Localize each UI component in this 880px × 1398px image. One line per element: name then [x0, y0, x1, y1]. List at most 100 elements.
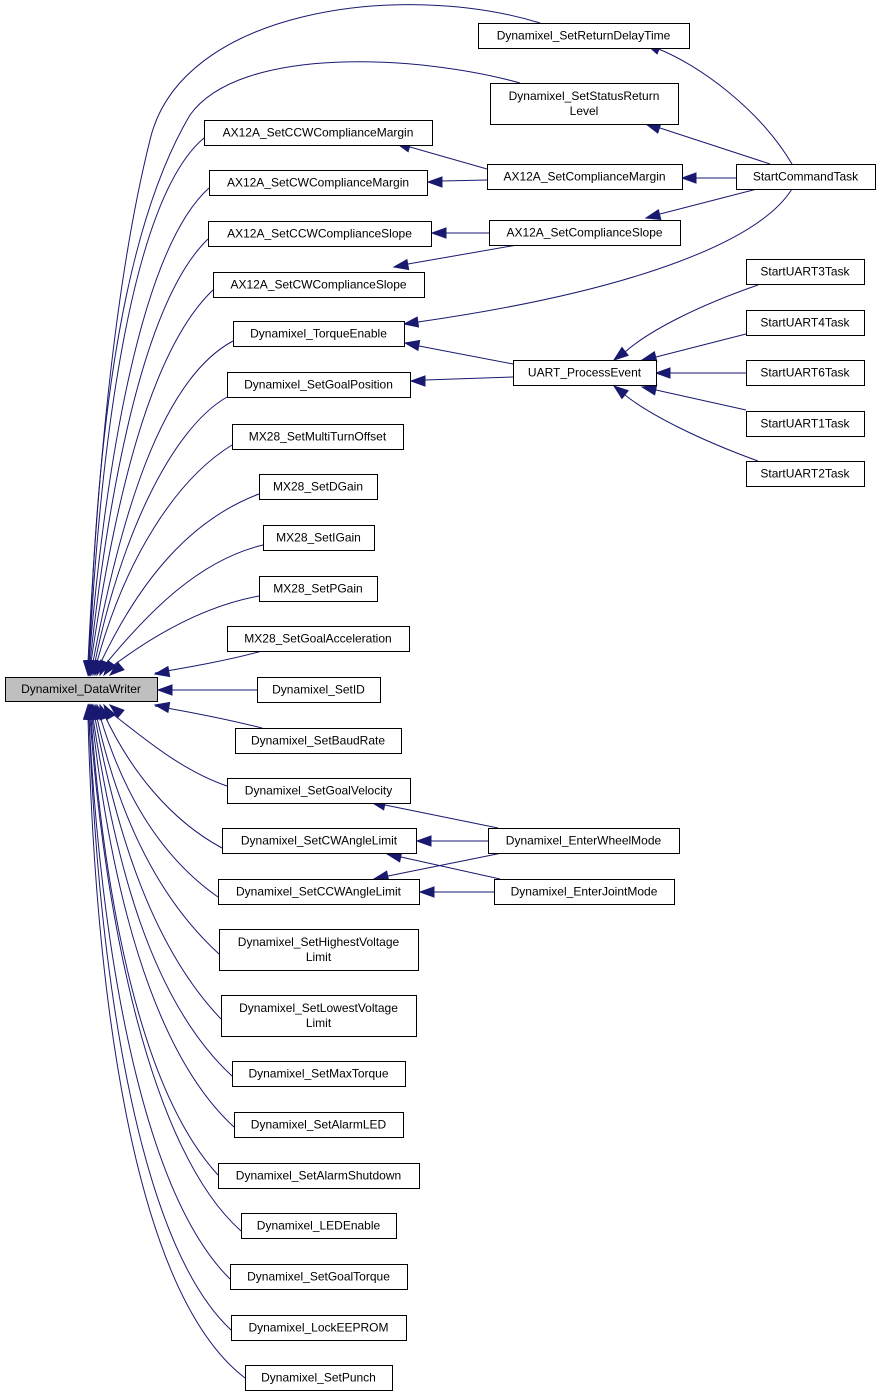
- node-uart3[interactable]: StartUART3Task: [746, 259, 865, 285]
- node-box-ccwslope[interactable]: [208, 221, 432, 247]
- node-ccwangle[interactable]: Dynamixel_SetCCWAngleLimit: [218, 879, 420, 905]
- node-box-compmargin[interactable]: [487, 164, 683, 190]
- node-box-setreturndelay[interactable]: [478, 23, 690, 49]
- node-ccwmargin[interactable]: AX12A_SetCCWComplianceMargin: [204, 120, 433, 146]
- node-box-lowvolt[interactable]: [221, 995, 417, 1037]
- node-label: Dynamixel_SetGoalPosition: [244, 378, 393, 392]
- arrowhead-compmargin-to-cwmargin: [426, 176, 443, 188]
- node-box-baudrate[interactable]: [235, 728, 402, 754]
- node-box-goalaccel[interactable]: [227, 626, 410, 652]
- node-box-setid[interactable]: [257, 677, 381, 703]
- edge-commandtask-to-torqueenable: [417, 188, 793, 323]
- node-label: Dynamixel_SetStatusReturn: [509, 89, 660, 103]
- node-box-pgain[interactable]: [259, 576, 378, 602]
- node-label: StartUART1Task: [760, 417, 850, 431]
- node-box-torqueenable[interactable]: [233, 321, 405, 347]
- node-box-ccwangle[interactable]: [218, 879, 420, 905]
- node-box-ledenable[interactable]: [241, 1213, 397, 1239]
- node-box-goalposition[interactable]: [227, 372, 411, 398]
- node-uart4[interactable]: StartUART4Task: [746, 310, 865, 336]
- node-box-commandtask[interactable]: [736, 164, 876, 190]
- node-datawriter[interactable]: Dynamixel_DataWriter: [5, 677, 158, 702]
- node-label: Dynamixel_SetGoalTorque: [247, 1270, 390, 1284]
- node-torqueenable[interactable]: Dynamixel_TorqueEnable: [233, 321, 405, 347]
- node-box-uart2[interactable]: [746, 461, 865, 487]
- node-box-uart3[interactable]: [746, 259, 865, 285]
- node-processevent[interactable]: UART_ProcessEvent: [513, 360, 657, 386]
- node-box-igain[interactable]: [263, 525, 375, 551]
- arrowhead-wheelmode-to-cwangle: [415, 835, 432, 847]
- arrowhead-compslope-to-ccwslope: [430, 227, 447, 239]
- node-igain[interactable]: MX28_SetIGain: [263, 525, 375, 551]
- node-box-alarmshutdown[interactable]: [218, 1163, 420, 1189]
- node-dgain[interactable]: MX28_SetDGain: [259, 474, 378, 500]
- node-box-goalvelocity[interactable]: [227, 778, 411, 804]
- node-box-wheelmode[interactable]: [488, 828, 680, 854]
- node-box-compslope[interactable]: [489, 220, 681, 246]
- node-box-maxtorque[interactable]: [232, 1061, 406, 1087]
- node-box-dgain[interactable]: [259, 474, 378, 500]
- node-box-datawriter[interactable]: [5, 677, 158, 702]
- node-label: Dynamixel_SetPunch: [261, 1371, 376, 1385]
- node-cwslope[interactable]: AX12A_SetCWComplianceSlope: [213, 272, 425, 298]
- node-uart1[interactable]: StartUART1Task: [746, 411, 865, 437]
- node-jointmode[interactable]: Dynamixel_EnterJointMode: [494, 879, 675, 905]
- node-lockeeprom[interactable]: Dynamixel_LockEEPROM: [231, 1315, 407, 1341]
- node-wheelmode[interactable]: Dynamixel_EnterWheelMode: [488, 828, 680, 854]
- node-box-cwslope[interactable]: [213, 272, 425, 298]
- node-label: Dynamixel_SetCWAngleLimit: [241, 834, 398, 848]
- edge-goalposition-to-datawriter: [94, 396, 228, 663]
- node-commandtask[interactable]: StartCommandTask: [736, 164, 876, 190]
- node-compslope[interactable]: AX12A_SetComplianceSlope: [489, 220, 681, 246]
- node-box-processevent[interactable]: [513, 360, 657, 386]
- edge-dgain-to-datawriter: [99, 493, 260, 665]
- node-box-uart1[interactable]: [746, 411, 865, 437]
- node-ledenable[interactable]: Dynamixel_LEDEnable: [241, 1213, 397, 1239]
- nodes-layer: Dynamixel_DataWriter Dynamixel_SetReturnD…: [5, 23, 876, 1391]
- node-box-cwmargin[interactable]: [209, 170, 428, 196]
- node-box-goaltorque[interactable]: [230, 1264, 408, 1290]
- node-cwmargin[interactable]: AX12A_SetCWComplianceMargin: [209, 170, 428, 196]
- node-uart6[interactable]: StartUART6Task: [746, 360, 865, 386]
- node-box-punch[interactable]: [245, 1365, 393, 1391]
- node-goalvelocity[interactable]: Dynamixel_SetGoalVelocity: [227, 778, 411, 804]
- edge-alarmled-to-datawriter: [91, 717, 235, 1128]
- node-box-setstatusreturn[interactable]: [490, 83, 679, 125]
- node-setreturndelay[interactable]: Dynamixel_SetReturnDelayTime: [478, 23, 690, 49]
- node-box-jointmode[interactable]: [494, 879, 675, 905]
- node-cwangle[interactable]: Dynamixel_SetCWAngleLimit: [222, 828, 417, 854]
- edge-cwangle-to-datawriter: [103, 713, 223, 849]
- edge-igain-to-datawriter: [103, 544, 264, 667]
- node-maxtorque[interactable]: Dynamixel_SetMaxTorque: [232, 1061, 406, 1087]
- node-multiturn[interactable]: MX28_SetMultiTurnOffset: [232, 424, 404, 450]
- node-label: Dynamixel_SetCCWAngleLimit: [236, 885, 402, 899]
- node-box-lockeeprom[interactable]: [231, 1315, 407, 1341]
- node-goalposition[interactable]: Dynamixel_SetGoalPosition: [227, 372, 411, 398]
- node-box-cwangle[interactable]: [222, 828, 417, 854]
- node-box-alarmled[interactable]: [234, 1112, 404, 1138]
- node-box-ccwmargin[interactable]: [204, 120, 433, 146]
- node-label: AX12A_SetCCWComplianceSlope: [227, 227, 412, 241]
- node-box-highvolt[interactable]: [219, 929, 419, 971]
- node-alarmled[interactable]: Dynamixel_SetAlarmLED: [234, 1112, 404, 1138]
- node-label: Limit: [306, 950, 332, 964]
- node-goalaccel[interactable]: MX28_SetGoalAcceleration: [227, 626, 410, 652]
- node-box-uart6[interactable]: [746, 360, 865, 386]
- node-setid[interactable]: Dynamixel_SetID: [257, 677, 381, 703]
- node-goaltorque[interactable]: Dynamixel_SetGoalTorque: [230, 1264, 408, 1290]
- node-punch[interactable]: Dynamixel_SetPunch: [245, 1365, 393, 1391]
- edge-goalaccel-to-datawriter: [154, 650, 263, 674]
- node-alarmshutdown[interactable]: Dynamixel_SetAlarmShutdown: [218, 1163, 420, 1189]
- node-ccwslope[interactable]: AX12A_SetCCWComplianceSlope: [208, 221, 432, 247]
- node-uart2[interactable]: StartUART2Task: [746, 461, 865, 487]
- node-box-multiturn[interactable]: [232, 424, 404, 450]
- arrowhead-processevent-to-torqueenable: [403, 339, 421, 352]
- node-baudrate[interactable]: Dynamixel_SetBaudRate: [235, 728, 402, 754]
- node-box-uart4[interactable]: [746, 310, 865, 336]
- node-pgain[interactable]: MX28_SetPGain: [259, 576, 378, 602]
- node-compmargin[interactable]: AX12A_SetComplianceMargin: [487, 164, 683, 190]
